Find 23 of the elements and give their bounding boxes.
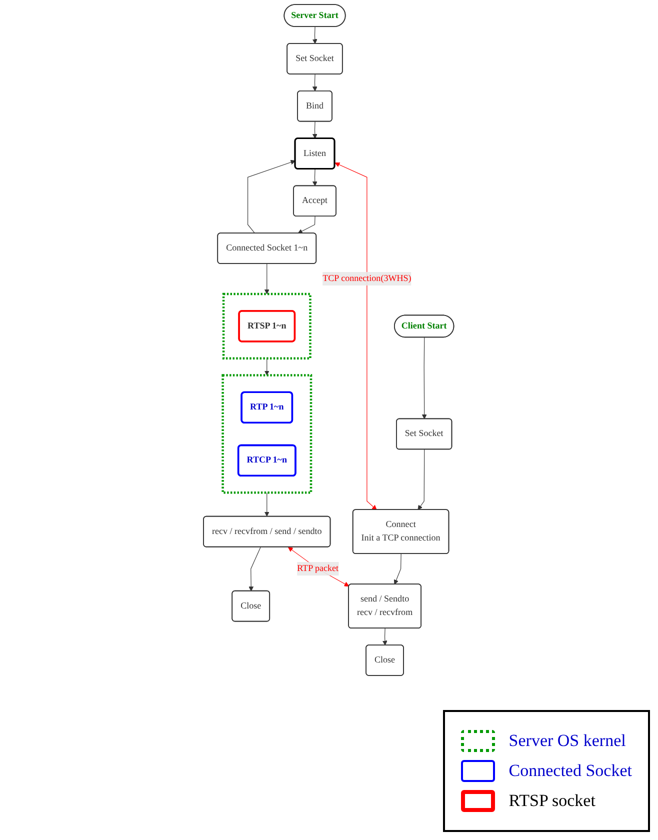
cluster [222,292,312,360]
arrow [422,337,428,420]
arrow [312,26,318,44]
edge-label: RTP packet [297,564,339,574]
arrow [264,492,270,517]
legend-label: Connected Socket [508,761,632,781]
legend-label: Server OS kernel [508,731,626,751]
arrow [298,216,316,234]
legend-label: RTSP socket [508,791,596,811]
arrow [312,121,318,139]
arrow [248,546,262,592]
arrow [288,547,350,586]
arrow [418,449,426,510]
arrow [264,358,270,376]
arrow [248,160,296,234]
arrow [382,628,388,646]
arrow [335,162,378,510]
arrow [312,168,318,186]
arrow [394,554,402,585]
arrow [312,74,318,92]
edge-label: TCP connection(3WHS) [322,274,412,284]
arrow [264,263,270,294]
cluster [222,374,312,494]
